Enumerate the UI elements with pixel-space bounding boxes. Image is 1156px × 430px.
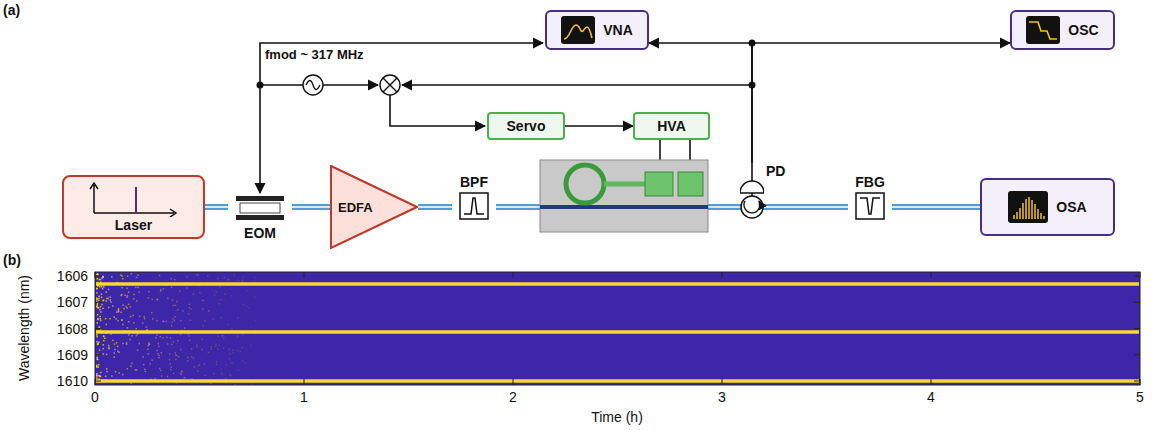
node-label: BPF: [460, 174, 488, 190]
node-label: OSC: [1068, 22, 1098, 38]
fiber-link: [418, 207, 452, 208]
axis-title: Time (h): [591, 409, 643, 425]
annotation: (b): [3, 252, 21, 268]
control-box: Servo: [487, 112, 565, 140]
tick-label: 1608: [57, 321, 88, 337]
bandpass-filter: BPF: [452, 172, 496, 222]
mixer-symbol: [380, 75, 400, 95]
tick-label: 1: [300, 389, 308, 405]
rf-oscillator: [303, 75, 323, 95]
node-label: VNA: [603, 22, 633, 38]
tick-label: 1606: [57, 268, 88, 284]
node-label: HVA: [657, 118, 686, 134]
laser-spectrum-icon: [86, 181, 182, 217]
node-label: Servo: [507, 118, 546, 134]
node-label: EDFA: [338, 200, 373, 215]
photodiode: PD: [740, 163, 785, 194]
fbg-symbol: [855, 192, 885, 220]
circulator: [741, 193, 763, 218]
tick-label: 4: [927, 389, 935, 405]
tick-label: 2: [509, 389, 517, 405]
instrument-box: OSC: [1010, 10, 1115, 50]
fiber-link: [205, 207, 228, 208]
instrument-box: VNA: [545, 10, 649, 50]
tick-label: 3: [718, 389, 726, 405]
instrument-box: OSA: [980, 178, 1115, 236]
osa-icon: [1008, 191, 1048, 223]
bragg-grating-filter: FBG: [848, 172, 892, 222]
control-box: HVA: [633, 112, 710, 140]
amplifier-triangle: EDFA: [330, 165, 418, 249]
photodiode-symbol: [740, 163, 764, 194]
node-label: PD: [766, 163, 785, 179]
tick-label: 5: [1136, 389, 1144, 405]
heatmap-noise: [96, 273, 256, 385]
photonic-chip: [540, 160, 708, 232]
modulator: EOM: [228, 192, 292, 242]
axis-title: Wavelength (nm): [16, 275, 32, 381]
heatmap-ground: [95, 272, 1140, 385]
signal-wire: [752, 43, 1010, 163]
node-label: EOM: [244, 225, 276, 241]
annotation: fmod ~ 317 MHz: [265, 47, 364, 62]
annotation: (a): [3, 2, 20, 18]
tick-label: 1610: [57, 373, 88, 389]
bpf-symbol: [459, 192, 489, 220]
osc-icon: [1026, 16, 1060, 44]
tick-label: 1609: [57, 347, 88, 363]
laser-box: Laser: [62, 175, 205, 239]
signal-wire: [649, 43, 752, 163]
fiber-link: [892, 207, 980, 208]
junction-dot: [257, 82, 264, 89]
vna-icon: [561, 16, 595, 44]
node-label: OSA: [1056, 199, 1086, 215]
fiber-link: [292, 207, 330, 208]
signal-wire: [565, 126, 633, 127]
heatmap-lines: [96, 284, 1139, 381]
axis-ticks: [95, 272, 1140, 385]
fiber: [496, 207, 848, 208]
tick-label: 0: [91, 389, 99, 405]
tick-label: 1607: [57, 294, 88, 310]
eom-symbol: [232, 193, 288, 223]
node-label: Laser: [115, 217, 152, 233]
node-label: FBG: [855, 174, 885, 190]
